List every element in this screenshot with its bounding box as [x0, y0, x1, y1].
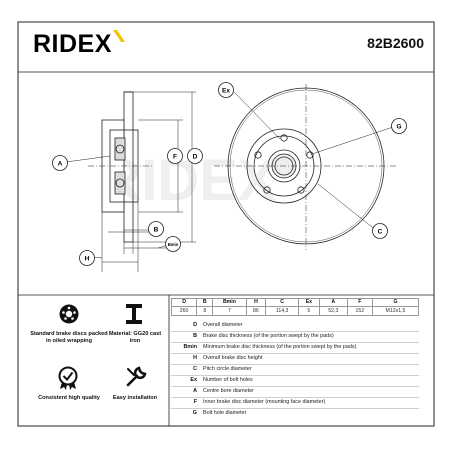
callout-bmin: Bmin	[165, 236, 181, 252]
callout-ex: Ex	[218, 82, 234, 98]
spec-value-cell: 152	[346, 306, 373, 316]
legend-text: Number of bolt holes	[203, 377, 253, 383]
callout-f: F	[167, 148, 183, 164]
legend-row: G Bolt hole diameter	[171, 408, 419, 419]
leader-lines	[65, 91, 394, 259]
legend-text: Minimum brake disc thickness (of the por…	[203, 344, 357, 350]
callout-h: H	[79, 250, 95, 266]
spec-value-cell: 86	[245, 306, 267, 316]
disc-side-view	[88, 91, 154, 272]
svg-text:Bmin: Bmin	[168, 242, 179, 247]
spec-value-cell: 52,3	[318, 306, 348, 316]
technical-drawing: RIDEX	[52, 82, 407, 272]
spec-header-cell: Ex	[297, 297, 320, 308]
legend-text: Overall diameter	[203, 322, 243, 328]
spec-value-cell: 5	[297, 306, 320, 316]
callout-g: G	[391, 118, 407, 134]
feature-installation-label: Easy installation	[112, 395, 158, 401]
callout-c: C	[372, 223, 388, 239]
legend-text: Overall brake disc height	[203, 355, 263, 361]
feature-material-label: Material: GG20 cast iron	[108, 331, 162, 344]
legend-row: H Overall brake disc height	[171, 353, 419, 365]
brand-logo: RIDEX	[33, 30, 112, 59]
spec-value-cell: 260	[170, 306, 198, 316]
wrench-install-icon	[126, 366, 147, 387]
legend-key: A	[193, 388, 197, 394]
legend-text: Pitch circle diameter	[203, 366, 252, 372]
legend-key: G	[192, 410, 197, 416]
spec-value-cell: 114,3	[265, 306, 299, 316]
spec-value-cell: M12x1,5	[371, 306, 420, 316]
legend-text: Bolt hole diameter	[203, 410, 247, 416]
legend-row: Ex Number of bolt holes	[171, 375, 419, 387]
legend-key: Bmin	[183, 344, 197, 350]
spec-header-cell: Bmin	[212, 297, 247, 308]
svg-text:C: C	[378, 229, 383, 236]
legend-key: Ex	[190, 377, 197, 383]
disc-packaging-icon	[59, 304, 79, 324]
feature-quality-label: Consistent high quality	[38, 395, 100, 401]
spec-header-cell: F	[346, 297, 373, 308]
legend-row: A Centre bore diameter	[171, 386, 419, 398]
svg-text:B: B	[154, 227, 159, 234]
brand-name: RIDEX	[33, 30, 112, 58]
legend-key: F	[193, 399, 197, 405]
legend-key: C	[193, 366, 197, 372]
legend-row: Bmin Minimum brake disc thickness (of th…	[171, 342, 419, 354]
disc-front-view	[214, 84, 398, 250]
legend-text: Brake disc thickness (of the portion swe…	[203, 333, 334, 339]
legend-row: B Brake disc thickness (of the portion s…	[171, 331, 419, 343]
legend-text: Inner brake disc diameter (mounting face…	[203, 399, 326, 405]
ibeam-material-icon	[126, 304, 142, 324]
part-number: 82B2600	[367, 35, 424, 51]
callout-a: A	[52, 155, 68, 171]
dimension-lines	[102, 91, 196, 263]
legend-text: Centre bore diameter	[203, 388, 254, 394]
logo-x-accent-icon	[113, 30, 125, 42]
callout-d: D	[187, 148, 203, 164]
legend-key: H	[193, 355, 197, 361]
spec-header-cell: D	[170, 297, 198, 308]
svg-text:A: A	[58, 161, 63, 168]
spec-header-row: D B Bmin H C Ex A F G	[170, 297, 420, 308]
legend-row: D Overall diameter	[171, 320, 419, 332]
legend-row: C Pitch circle diameter	[171, 364, 419, 376]
svg-text:F: F	[173, 154, 177, 161]
svg-text:D: D	[193, 154, 198, 161]
spec-table: D B Bmin H C Ex A F G 260 8 7 86 114,3 5…	[170, 297, 420, 316]
feature-packaging: Standard brake discs packed in oiled wra…	[28, 331, 110, 345]
legend-key: D	[193, 322, 197, 328]
spec-header-cell: H	[245, 297, 267, 308]
spec-header-cell: B	[196, 297, 214, 308]
spec-header-cell: C	[265, 297, 299, 308]
svg-text:G: G	[396, 124, 401, 131]
spec-header-cell: G	[371, 297, 420, 308]
callout-b: B	[148, 221, 164, 237]
spec-value-row: 260 8 7 86 114,3 5 52,3 152 M12x1,5	[170, 306, 420, 316]
feature-packaging-label: Standard brake discs packed in oiled wra…	[30, 331, 108, 344]
feature-quality: Consistent high quality	[28, 395, 110, 402]
legend-row: F Inner brake disc diameter (mounting fa…	[171, 397, 419, 409]
svg-text:Ex: Ex	[222, 88, 230, 95]
spec-value-cell: 8	[196, 306, 214, 316]
legend-key: B	[193, 333, 197, 339]
spec-value-cell: 7	[212, 306, 247, 316]
quality-badge-icon	[58, 366, 78, 390]
spec-header-cell: A	[318, 297, 348, 308]
feature-material: Material: GG20 cast iron	[103, 331, 167, 345]
svg-text:H: H	[85, 256, 90, 263]
feature-installation: Easy installation	[103, 395, 167, 402]
